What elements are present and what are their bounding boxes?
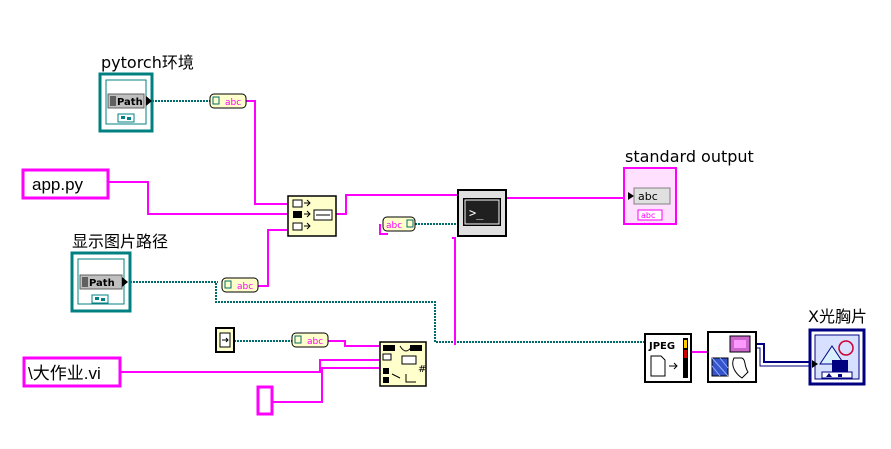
label-display-image-path: 显示图片路径 bbox=[72, 232, 168, 251]
wire-app-py bbox=[108, 181, 288, 215]
wire-string-up bbox=[452, 237, 456, 345]
standard-output-indicator: abc abc bbox=[623, 167, 677, 225]
abc-icon-text: abc bbox=[386, 221, 402, 231]
draw-pixmap-node[interactable] bbox=[707, 331, 757, 383]
concatenate-strings-node[interactable] bbox=[287, 195, 337, 237]
wire-folder-string bbox=[328, 340, 380, 347]
wire-empty-string bbox=[272, 367, 380, 403]
abc-icon-text: abc bbox=[307, 337, 323, 347]
label-pytorch-env: pytorch环境 bbox=[101, 53, 194, 72]
label-standard-output: standard output bbox=[625, 147, 754, 166]
abc-icon-text: abc bbox=[638, 190, 658, 203]
hand-icon bbox=[732, 357, 749, 379]
empty-string-constant[interactable] bbox=[256, 385, 274, 416]
wire-image-path-branch bbox=[215, 283, 645, 343]
abc-icon-text: abc bbox=[225, 98, 241, 108]
terminal-prompt-icon: >_ bbox=[469, 206, 484, 220]
file-icon bbox=[82, 277, 88, 287]
svg-text:#: # bbox=[418, 364, 426, 375]
image-path-control[interactable]: Path bbox=[70, 251, 132, 313]
label-xray-chest: X光胸片 bbox=[808, 307, 867, 326]
abc-icon-text: abc bbox=[641, 211, 655, 220]
path-to-string-1[interactable]: abc bbox=[209, 93, 247, 109]
wire-pytorch-string bbox=[245, 100, 288, 205]
path-icon-text: Path bbox=[89, 278, 115, 289]
app-py-text: app.py bbox=[32, 175, 84, 194]
current-vi-path-node[interactable] bbox=[215, 327, 235, 353]
wire-vi-path bbox=[120, 359, 380, 373]
wires bbox=[108, 100, 810, 403]
abc-icon-text: abc bbox=[237, 282, 253, 292]
wire-picture bbox=[756, 343, 810, 363]
pytorch-path-control[interactable]: Path bbox=[98, 72, 154, 133]
read-jpeg-file-node[interactable]: JPEG bbox=[644, 333, 692, 383]
app-py-constant[interactable]: app.py bbox=[21, 168, 110, 200]
path-to-string-2[interactable]: abc bbox=[221, 277, 259, 293]
xray-picture-indicator bbox=[808, 328, 866, 386]
vi-path-constant[interactable]: \大作业.vi bbox=[22, 356, 122, 388]
path-to-string-3[interactable]: abc bbox=[291, 332, 329, 348]
vi-path-text: \大作业.vi bbox=[28, 364, 101, 383]
jpeg-icon-text: JPEG bbox=[648, 341, 675, 352]
path-icon-text: Path bbox=[117, 97, 143, 108]
wire-concat-to-cmd bbox=[336, 194, 458, 215]
string-to-path[interactable]: abc bbox=[382, 216, 416, 232]
file-icon bbox=[110, 96, 116, 106]
build-path-node[interactable]: # bbox=[379, 341, 427, 387]
system-exec-node[interactable]: >_ bbox=[457, 189, 507, 237]
wire-image-string bbox=[258, 229, 288, 287]
wire-output-to-string bbox=[379, 224, 388, 235]
